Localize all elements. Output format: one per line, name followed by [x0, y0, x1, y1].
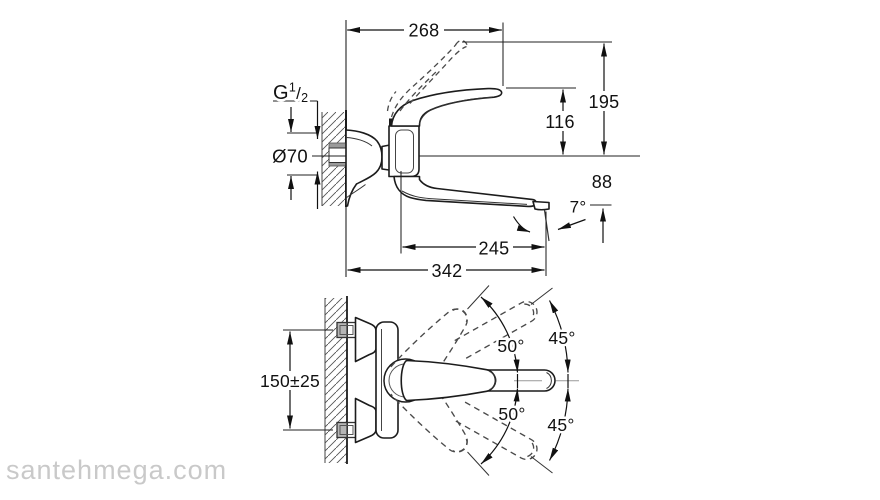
- faucet-body-side: [388, 125, 420, 178]
- dim-88-label: 88: [592, 172, 613, 192]
- spout-side: [393, 175, 550, 242]
- supply-union: [328, 142, 348, 167]
- lever-swing-up-dashed: [390, 308, 468, 394]
- plan-view: 150±25 50° 50° 45° 45°: [257, 285, 579, 476]
- escutcheon-plan-bottom: [354, 397, 377, 444]
- inlet-fitting-top: [336, 321, 357, 339]
- dim-150-label: 150±25: [260, 371, 320, 391]
- water-stream-line: [543, 209, 550, 242]
- dim-45up-label: 45°: [548, 328, 575, 348]
- lever-side: [390, 87, 503, 127]
- label-backings-side: [404, 19, 623, 279]
- escutcheon-plan-top: [354, 316, 377, 363]
- side-elevation-view: 268 195 116 88 245 342 Ø70 7° G1/2: [270, 18, 640, 284]
- dim-116-label: 116: [545, 112, 575, 132]
- dim-45down-label: 45°: [547, 415, 574, 435]
- body-inner-detail: [395, 129, 414, 174]
- dim-dia70-label: Ø70: [272, 146, 308, 167]
- thread-g12-label: G1/2: [273, 81, 308, 106]
- escutcheon-side: [345, 129, 383, 207]
- watermark: santehmega.com: [6, 455, 227, 485]
- lever-plan: [400, 359, 497, 402]
- angle-legs: [467, 285, 553, 476]
- inlet-fitting-bottom: [336, 421, 357, 439]
- dim-268-label: 268: [409, 21, 440, 41]
- dim-195-label: 195: [589, 92, 620, 112]
- dim-50up-label: 50°: [497, 336, 524, 356]
- extension-lines-side: [273, 22, 612, 276]
- lever-swing-down-dashed: [390, 367, 468, 453]
- angle-arcs: [480, 296, 571, 465]
- wall-hatch-plan: [324, 296, 348, 464]
- spout-swivel-down-dashed: [454, 401, 538, 461]
- spout-swivel-up-dashed: [454, 300, 538, 360]
- label-backing-150: [259, 371, 322, 390]
- dim-342-label: 342: [432, 261, 463, 281]
- dim-50down-label: 50°: [498, 404, 525, 424]
- dim-245-label: 245: [479, 239, 510, 259]
- dim-7deg-label: 7°: [570, 198, 587, 217]
- aerator: [532, 200, 550, 211]
